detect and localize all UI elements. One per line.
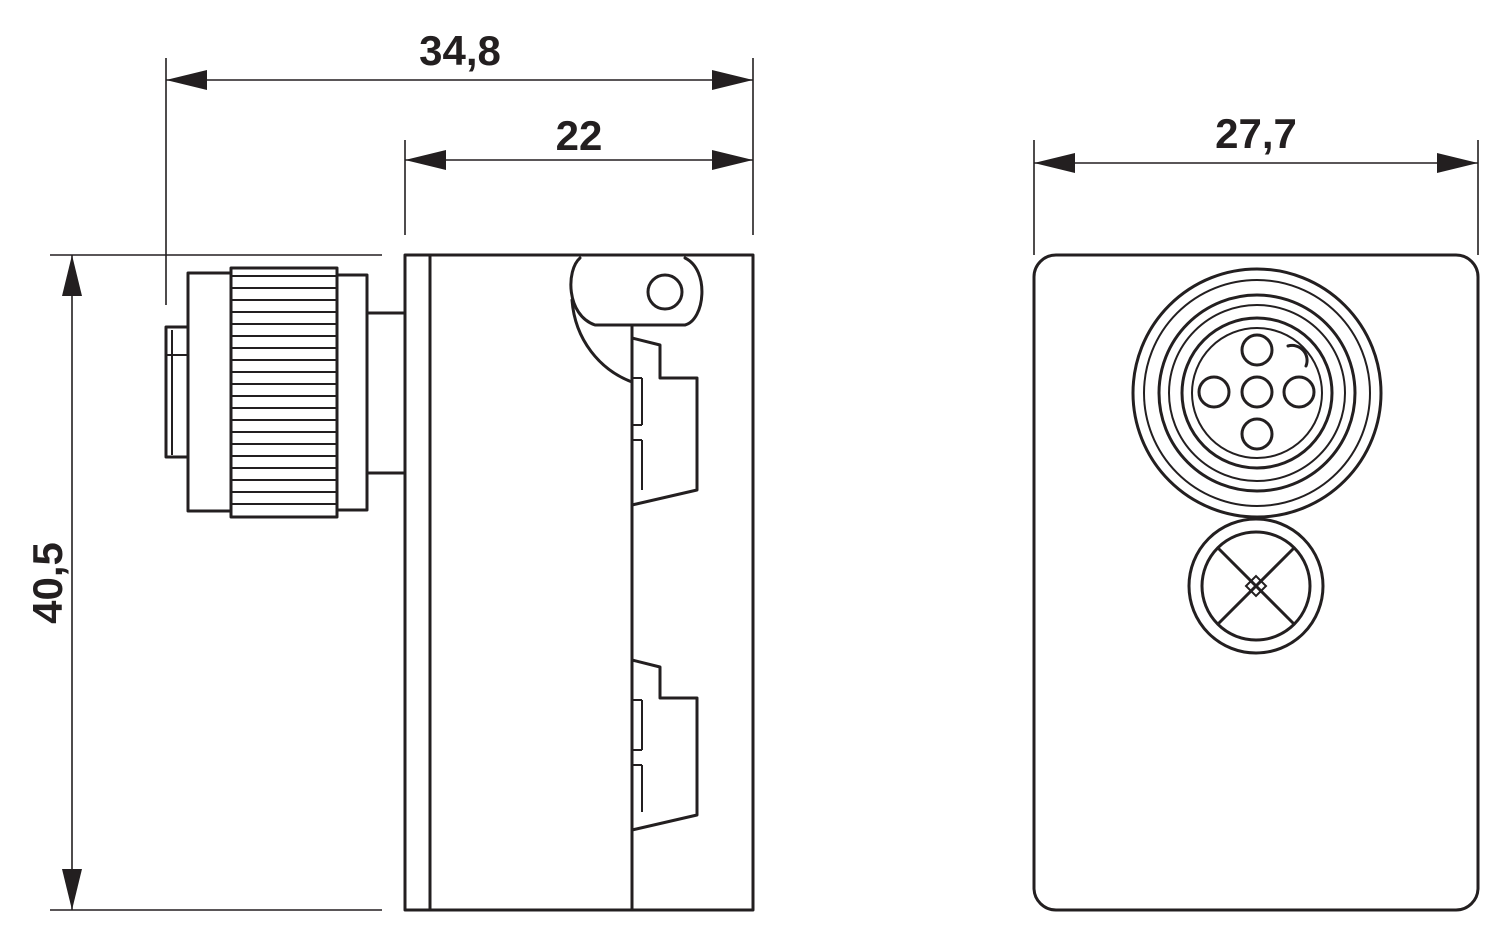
pin-bottom xyxy=(1240,417,1274,451)
side-view-housing xyxy=(403,253,755,912)
pin-right xyxy=(1282,375,1316,409)
dimension-label-front-width: 27,7 xyxy=(1215,110,1297,157)
dimension-label-body-depth: 22 xyxy=(556,112,603,159)
front-view-socket xyxy=(1131,267,1383,519)
dimension-body-depth: 22 xyxy=(404,112,753,235)
knurling xyxy=(231,275,337,505)
front-view-led-indicator xyxy=(1187,517,1325,655)
dimension-height: 40,5 xyxy=(24,254,382,911)
dimension-front-width: 27,7 xyxy=(1033,110,1479,255)
dimension-label-overall-width: 34,8 xyxy=(419,27,501,74)
side-view-connector xyxy=(164,266,407,519)
front-view-housing xyxy=(1032,253,1480,912)
pin-center xyxy=(1240,375,1274,409)
pin-top xyxy=(1240,333,1274,367)
dimension-overall-width: 34,8 xyxy=(165,27,754,305)
pin-left xyxy=(1197,375,1231,409)
dimension-label-height: 40,5 xyxy=(24,542,71,624)
